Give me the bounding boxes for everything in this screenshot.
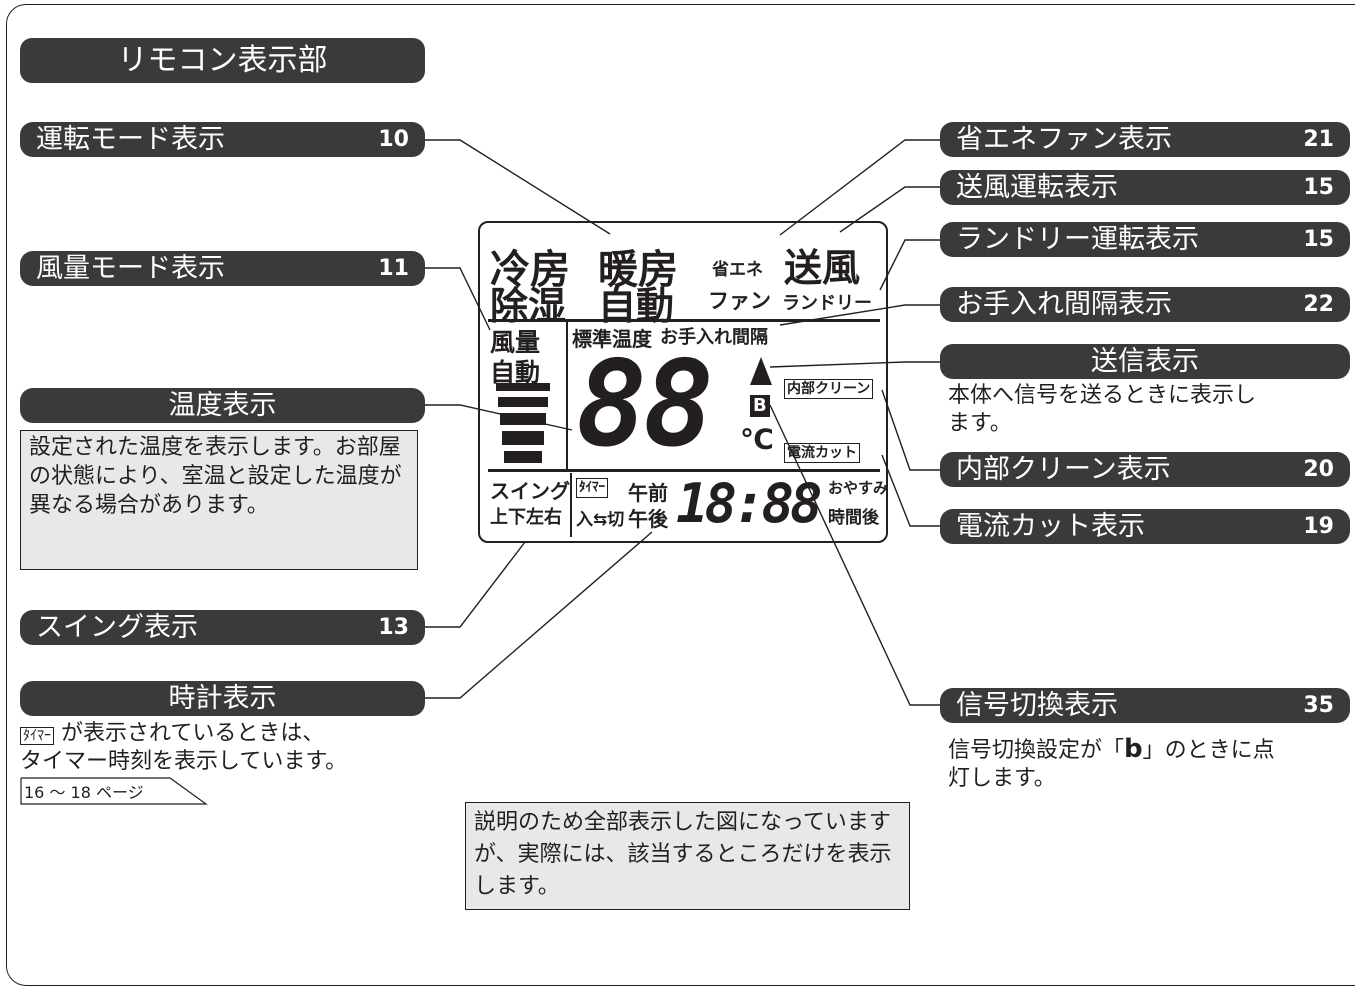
lcd-internal-clean: 内部クリーン — [784, 379, 874, 399]
signal-switch-label: 信号切換表示 — [956, 690, 1118, 721]
lcd-std-temp: 標準温度 — [572, 327, 652, 351]
eco-fan-page: 21 — [1303, 127, 1334, 152]
temperature-label: 温度表示 — [168, 390, 277, 421]
swing-page: 13 — [378, 615, 409, 640]
temperature-callout: 温度表示 — [20, 388, 425, 423]
airflow-mode-page: 11 — [378, 256, 409, 281]
lcd-swing-dir: 上下左右 — [490, 507, 562, 528]
lcd-heat: 暖房 — [598, 247, 678, 293]
lcd-timer: ﾀｲﾏｰ — [576, 478, 608, 498]
lcd-sleep: おやすみ — [828, 479, 889, 497]
clock-label: 時計表示 — [168, 683, 277, 714]
lcd-divider-left — [566, 321, 568, 469]
airflow-mode-callout: 風量モード表示 11 — [20, 251, 425, 286]
signal-switch-page: 35 — [1303, 693, 1334, 718]
lcd-current-cut: 電流カット — [784, 443, 860, 463]
signal-switch-desc-c: 」のときに点 灯します。 — [948, 738, 1275, 791]
fan-run-callout: 送風運転表示 15 — [940, 170, 1350, 205]
run-mode-label: 運転モード表示 — [36, 124, 225, 155]
lcd-eco: 省エネ — [712, 260, 763, 280]
lcd-cool: 冷房 — [490, 247, 570, 293]
lcd-pm: 午後 — [628, 507, 668, 531]
current-cut-page: 19 — [1303, 514, 1334, 539]
airflow-bars-icon — [496, 383, 550, 463]
transmit-label: 送信表示 — [1091, 346, 1199, 377]
swing-callout: スイング表示 13 — [20, 610, 425, 645]
timer-tag: ﾀｲﾏｰ — [20, 727, 54, 745]
cleaning-interval-page: 22 — [1303, 292, 1334, 317]
signal-switch-callout: 信号切換表示 35 — [940, 688, 1350, 723]
temperature-description: 設定された温度を表示します。お部屋の状態により、室温と設定した温度が異なる場合が… — [20, 430, 418, 570]
lcd-divider-swing — [570, 473, 572, 537]
lcd-on-off: 入⇆切 — [576, 510, 625, 530]
lcd-after-hours: 時間後 — [828, 508, 879, 528]
eco-fan-label: 省エネファン表示 — [956, 124, 1172, 155]
cleaning-interval-callout: お手入れ間隔表示 22 — [940, 287, 1350, 322]
lcd-airflow: 風量 — [490, 328, 541, 357]
laundry-label: ランドリー運転表示 — [956, 224, 1199, 255]
fan-run-label: 送風運転表示 — [956, 172, 1118, 203]
leader-lines — [420, 139, 940, 706]
eco-fan-callout: 省エネファン表示 21 — [940, 122, 1350, 157]
swing-label: スイング表示 — [36, 612, 198, 643]
transmit-description: 本体へ信号を送るときに表示し ます。 — [948, 383, 1257, 436]
signal-switch-description: 信号切換設定が「b」のときに点 灯します。 — [948, 735, 1348, 793]
current-cut-callout: 電流カット表示 19 — [940, 509, 1350, 544]
signal-switch-b-mark: b — [1124, 734, 1143, 764]
lcd-clock-digits: 18:88 — [676, 472, 823, 535]
internal-clean-page: 20 — [1303, 457, 1334, 482]
run-mode-callout: 運転モード表示 10 — [20, 122, 425, 157]
lcd-swing: スイング — [490, 479, 570, 503]
laundry-page: 15 — [1303, 227, 1334, 252]
cleaning-interval-label: お手入れ間隔表示 — [956, 289, 1172, 320]
page-ref-arrow-icon — [20, 777, 208, 805]
lcd-b-mark: B — [750, 395, 770, 417]
clock-page-ref-text: 16 ～ 18 ページ — [24, 783, 144, 802]
internal-clean-callout: 内部クリーン表示 20 — [940, 452, 1350, 487]
lcd-temp-digits: 88 — [576, 335, 714, 473]
lcd-degc: ℃ — [740, 423, 774, 456]
internal-clean-label: 内部クリーン表示 — [956, 454, 1171, 485]
page-title: リモコン表示部 — [20, 38, 425, 83]
run-mode-page: 10 — [378, 127, 409, 152]
lcd-am: 午前 — [628, 481, 668, 505]
clock-description: ﾀｲﾏｰ が表示されているときは、 タイマー時刻を表示しています。 — [20, 720, 430, 776]
lcd-care-interval: お手入れ間隔 — [660, 327, 768, 348]
clock-callout: 時計表示 — [20, 681, 425, 716]
lcd-fan-sub: ファン — [708, 289, 771, 313]
lcd-laundry: ランドリー — [782, 293, 872, 314]
lcd-airflow-auto: 自動 — [490, 358, 541, 387]
lcd-fan: 送風 — [784, 246, 861, 290]
laundry-callout: ランドリー運転表示 15 — [940, 222, 1350, 257]
lcd-divider-top — [488, 319, 880, 322]
clock-description-text: が表示されているときは、 タイマー時刻を表示しています。 — [20, 721, 348, 774]
current-cut-label: 電流カット表示 — [956, 511, 1145, 542]
transmit-triangle-icon — [750, 357, 772, 385]
lcd-divider-bottom — [488, 469, 880, 472]
fan-run-page: 15 — [1303, 175, 1334, 200]
signal-switch-desc-a: 信号切換設定が「 — [948, 738, 1125, 763]
note-box: 説明のため全部表示した図になっていますが、実際には、該当するところだけを表示しま… — [465, 802, 910, 910]
transmit-callout: 送信表示 — [940, 344, 1350, 379]
lcd-display: 冷房 暖房 省エネ 送風 除湿 自動 ファン ランドリー 風量 自動 標準温度 … — [478, 221, 888, 543]
airflow-mode-label: 風量モード表示 — [36, 253, 225, 284]
